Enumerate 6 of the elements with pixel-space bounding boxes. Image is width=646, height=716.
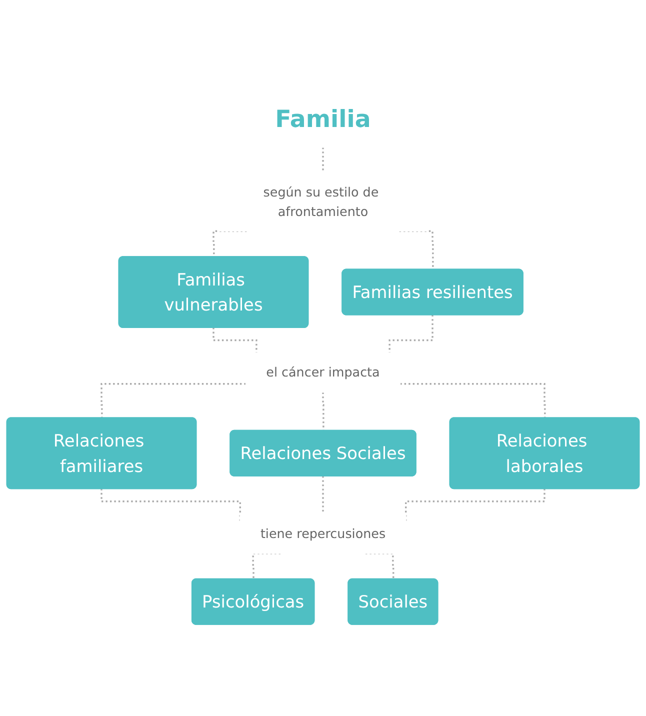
connector — [100, 383, 246, 418]
node-text: el cáncer impacta — [266, 364, 380, 380]
connector — [400, 383, 546, 418]
connector — [322, 146, 324, 173]
node-text: Familia — [275, 105, 371, 133]
connector — [322, 476, 324, 514]
